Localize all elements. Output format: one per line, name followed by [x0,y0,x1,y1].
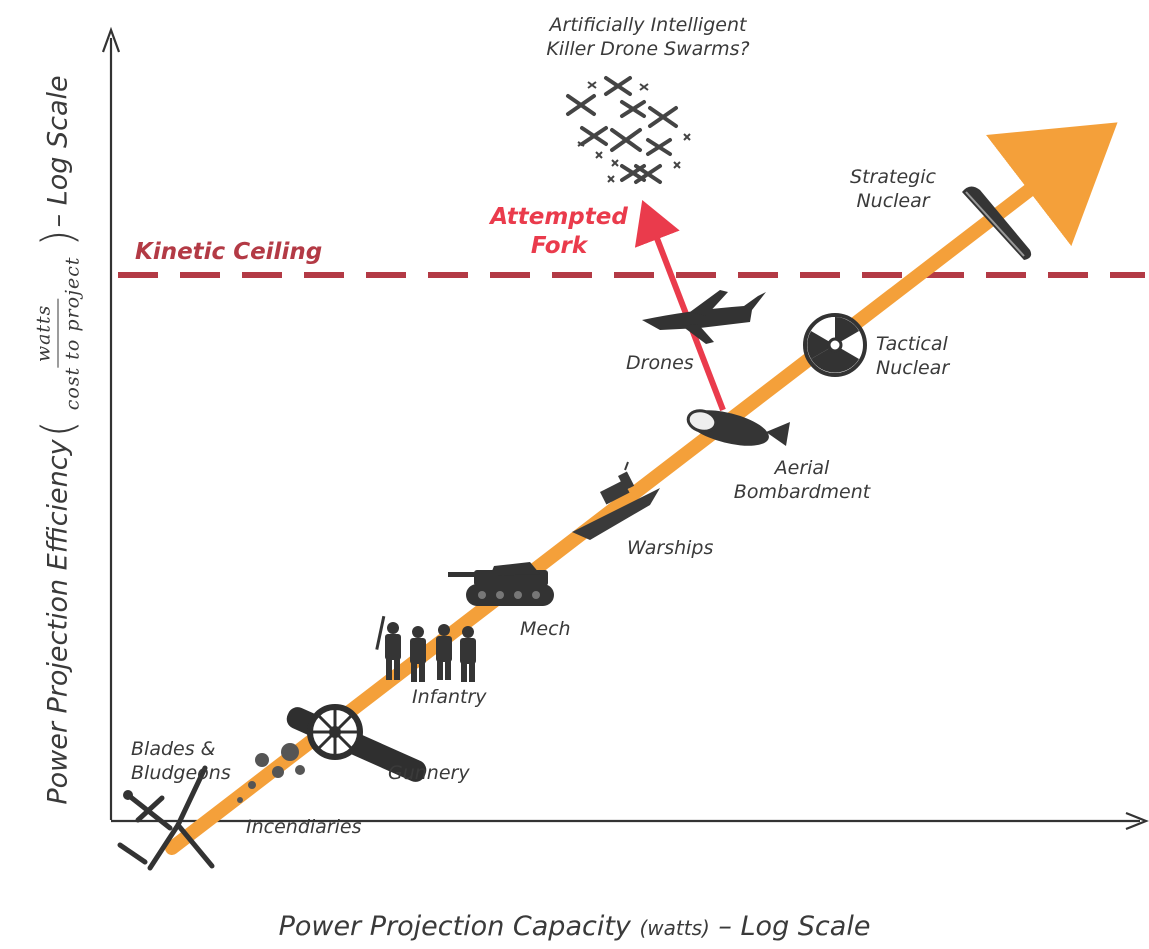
mech-label: Mech [520,618,571,640]
drone-swarm-label: Artificially Intelligent Killer Drone Sw… [522,14,774,62]
blades-icon [117,765,215,871]
drone-icon [642,290,766,344]
drone-swarm-icon [566,76,691,184]
missile-icon [962,186,1032,260]
y-axis-title: Power Projection Efficiency ( watts cost… [32,75,84,805]
x-axis [111,811,1149,831]
cannon-icon [286,704,427,782]
x-axis-title: Power Projection Capacity (watts) – Log … [0,911,1149,942]
trend-arrow [165,122,1118,855]
infantry-icon [375,615,476,682]
kinetic-ceiling-label: Kinetic Ceiling [135,239,323,265]
drone-swarm-label-line1: Artificially Intelligent [549,14,747,36]
tactical-nuclear-label: Tactical Nuclear [876,333,949,381]
fork-label-line1: Attempted [490,204,628,230]
blades-line2: Bludgeons [131,761,231,784]
drones-label: Drones [626,352,694,374]
infantry-label: Infantry [412,686,487,708]
blades-line1: Blades & [131,738,216,760]
aerial-bombardment-label: Aerial Bombardment [727,457,877,505]
tactical-nuclear-line1: Tactical [876,333,948,355]
warship-icon [572,461,660,540]
blades-bludgeons-label: Blades & Bludgeons [131,738,231,786]
aerial-bombardment-line2: Bombardment [733,480,871,503]
aerial-bombardment-line1: Aerial [774,457,830,479]
y-axis-title-main: Power Projection Efficiency [42,439,74,805]
y-axis [101,26,121,820]
y-axis-fraction-denominator: cost to project [61,256,84,411]
fork-label-line2: Fork [530,232,588,259]
y-axis-fraction: watts cost to project [32,251,84,417]
warships-label: Warships [627,537,714,559]
x-axis-title-unit: (watts) [639,916,710,940]
y-axis-title-tail: – Log Scale [42,75,74,228]
strategic-nuclear-label: Strategic Nuclear [838,166,948,214]
y-axis-fraction-numerator: watts [32,298,59,369]
x-axis-title-tail: – Log Scale [718,911,871,942]
tactical-nuclear-line2: Nuclear [876,356,950,379]
strategic-nuclear-line2: Nuclear [856,189,930,212]
incendiaries-icon [237,743,305,803]
x-axis-title-main: Power Projection Capacity [278,911,631,942]
tank-icon [448,562,554,606]
drone-swarm-label-line2: Killer Drone Swarms? [546,37,750,60]
strategic-nuclear-line1: Strategic [850,166,936,188]
gunnery-label: Gunnery [388,762,470,784]
bomb-icon [686,409,790,446]
fork-label: Attempted Fork [474,203,644,261]
radiation-icon [803,313,867,377]
incendiaries-label: Incendiaries [246,816,362,838]
